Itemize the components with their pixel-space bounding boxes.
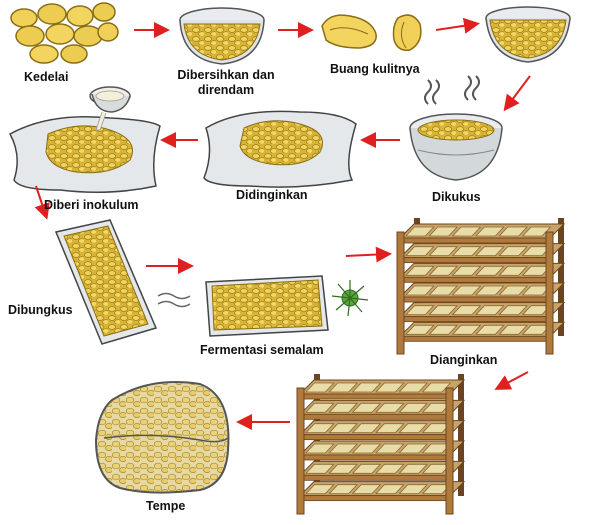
arrow-4 xyxy=(503,75,531,112)
label-dianginkan: Dianginkan xyxy=(430,353,498,367)
bowl-peeled-beans-icon xyxy=(485,6,571,63)
fermentation-tray-icon xyxy=(157,275,329,337)
label-fermentasi: Fermentasi semalam xyxy=(200,343,324,357)
arrow-7 xyxy=(34,185,50,220)
arrow-10 xyxy=(494,371,529,390)
arrow-3 xyxy=(435,17,480,34)
inoculum-cloth-icon xyxy=(8,86,161,193)
steaming-pot-icon xyxy=(409,75,503,181)
label-dibungkus: Dibungkus xyxy=(8,303,73,317)
mold-spore-icon xyxy=(331,280,369,317)
label-didinginkan: Didinginkan xyxy=(236,188,308,202)
label-dibersihkan-line1: Dibersihkan dan xyxy=(177,68,275,82)
soybean-pile-icon xyxy=(10,2,119,64)
soaking-bowl-icon xyxy=(179,7,265,65)
wrapped-package-icon xyxy=(54,219,158,345)
peeled-bean-icon xyxy=(321,14,422,52)
label-dikukus: Dikukus xyxy=(432,190,481,204)
label-dibersihkan: Dibersihkan dan direndam xyxy=(166,68,286,98)
label-dibersihkan-line2: direndam xyxy=(197,83,255,97)
storage-rack-icon xyxy=(296,374,466,515)
arrow-9 xyxy=(345,246,392,263)
cooling-cloth-icon xyxy=(203,110,357,188)
label-tempe: Tempe xyxy=(146,499,186,513)
label-inokulum: Diberi inokulum xyxy=(44,198,139,212)
label-buang-kulit: Buang kulitnya xyxy=(330,62,420,76)
drying-rack-icon xyxy=(396,218,566,355)
label-kedelai: Kedelai xyxy=(24,70,69,84)
tempe-block-icon xyxy=(94,381,230,494)
